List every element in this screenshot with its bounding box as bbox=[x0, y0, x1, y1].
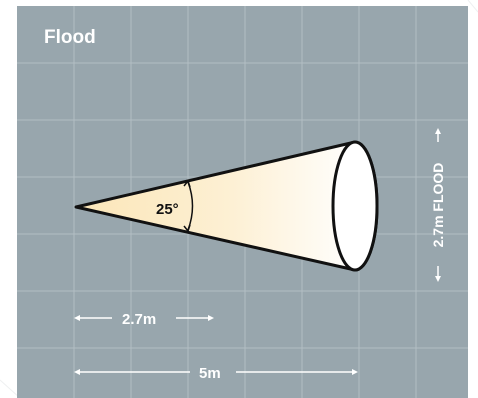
beam-cone bbox=[74, 140, 379, 272]
grid-lines bbox=[17, 6, 468, 398]
near-distance-label: 2.7m bbox=[122, 311, 156, 328]
beam-angle-label: 25° bbox=[156, 201, 179, 218]
beam-angle-arc bbox=[183, 180, 194, 232]
near-distance-dimension bbox=[74, 315, 214, 321]
beam-end-ellipse bbox=[331, 140, 379, 272]
far-distance-dimension bbox=[74, 369, 358, 375]
diagram-title: Flood bbox=[44, 27, 96, 48]
beam-diameter-label: 2.7m FLOOD bbox=[430, 163, 446, 248]
far-distance-label: 5m bbox=[199, 365, 221, 382]
beam-diameter-dimension bbox=[435, 128, 441, 282]
